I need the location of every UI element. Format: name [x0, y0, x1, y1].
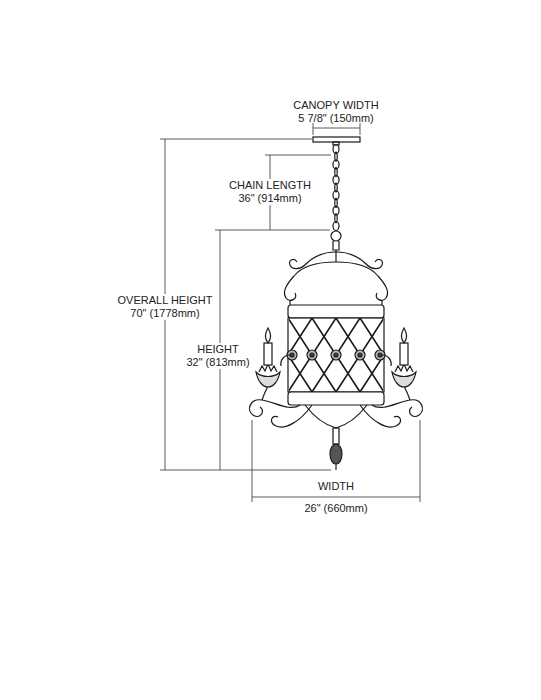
extension-line: [313, 123, 314, 135]
crown-hook: [333, 241, 339, 250]
rosette-center: [358, 353, 362, 357]
cage-bottom-band: [288, 392, 384, 405]
crown-stem: [335, 250, 336, 262]
rosettes: [287, 350, 385, 360]
extension-line: [215, 230, 330, 231]
dimension-line: [252, 497, 420, 498]
dimension-label: 26" (660mm): [302, 502, 369, 515]
extension-line: [160, 470, 331, 471]
ring: [331, 231, 341, 241]
dimension-line: [313, 128, 360, 129]
extension-line: [420, 420, 421, 502]
extension-line: [360, 123, 361, 135]
rosette-center: [378, 353, 382, 357]
finial: [330, 444, 342, 464]
chain-link: [333, 222, 339, 231]
rosette-center: [334, 353, 338, 357]
rosette-center: [290, 353, 294, 357]
dimension-label: CHAIN LENGTH: [227, 179, 313, 192]
finial-tip: [335, 464, 336, 470]
cage-top-band: [288, 305, 384, 318]
canopy: [313, 137, 360, 142]
crown-scroll: [284, 252, 336, 305]
dimension-label: 5 7/8" (150mm): [296, 112, 375, 125]
cage-lattice: [289, 318, 383, 392]
dimension-label: CANOPY WIDTH: [291, 99, 380, 112]
dimension-label: WIDTH: [316, 480, 356, 493]
dimension-label: 32" (813mm): [184, 356, 251, 369]
rosette: [355, 350, 365, 360]
cage-body: [288, 318, 384, 392]
dimension-label: 36" (914mm): [236, 192, 303, 205]
bottom-bowl: [305, 405, 367, 428]
dimension-label: 70" (1778mm): [128, 307, 201, 320]
dimension-label: OVERALL HEIGHT: [116, 294, 215, 307]
chain: [333, 145, 339, 231]
crown-scroll: [336, 252, 388, 305]
extension-line: [160, 139, 312, 140]
rosette-center: [310, 353, 314, 357]
extension-line: [265, 155, 331, 156]
dimension-label: HEIGHT: [195, 343, 241, 356]
candle-arm: [250, 328, 312, 427]
candle-arm: [360, 328, 422, 427]
extension-line: [252, 420, 253, 502]
rosette: [331, 350, 341, 360]
rosette: [307, 350, 317, 360]
finial-stem: [333, 428, 339, 444]
